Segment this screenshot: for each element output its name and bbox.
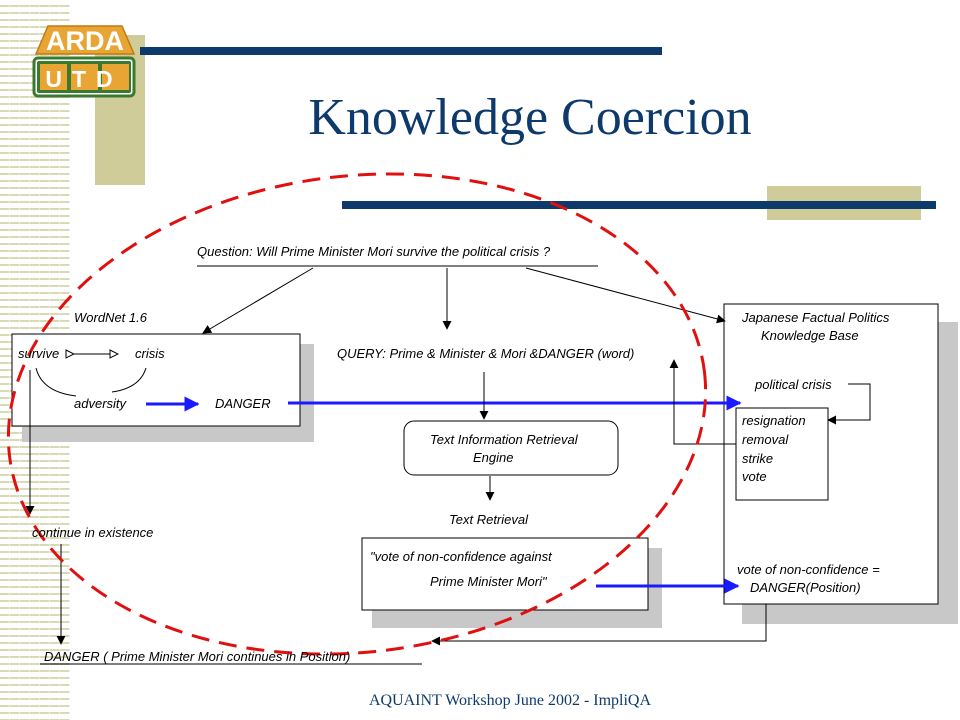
blue-bar-middle (342, 201, 936, 209)
arrow-crisis-to-terms (827, 383, 871, 425)
highlight-dashed-ellipse (6, 172, 708, 656)
kb-term-vote: vote (742, 469, 767, 484)
logo-top-text: ARDA (46, 26, 124, 56)
arrow-question-to-wordnet (202, 267, 314, 334)
engine-label-line2: Engine (473, 450, 514, 465)
retrieved-box (361, 537, 649, 611)
wordnet-title: WordNet 1.6 (74, 310, 147, 325)
kb-political-crisis: political crisis (755, 377, 832, 392)
logo-top-shape (34, 25, 136, 55)
wordnet-adversity: adversity (74, 396, 127, 411)
engine-label-line1: Text Information Retrieval (430, 432, 578, 447)
kb-term-resignation: resignation (742, 413, 806, 428)
kb-title-line1: Japanese Factual Politics (742, 310, 890, 325)
arrow-kb-to-conclusion (431, 604, 767, 646)
slide-title: Knowledge Coercion (308, 89, 752, 146)
continue-label: continue in existence (32, 525, 154, 540)
wordnet-box (11, 333, 301, 427)
kb-terms-box (735, 407, 829, 501)
kb-equation-line1: vote of non-confidence = (737, 562, 880, 577)
logo-letter-box-d (102, 64, 129, 90)
wordnet-danger: DANGER (215, 396, 271, 411)
kb-title-line2: Knowledge Base (761, 328, 859, 343)
kb-equation-line2: DANGER(Position) (750, 580, 861, 595)
curve-survive-adversity (35, 367, 77, 397)
wordnet-survive: survive (18, 346, 60, 361)
retrieved-text-line2: Prime Minister Mori" (430, 574, 547, 589)
logo-bottom-text: UTD (45, 66, 122, 92)
blue-bar-top (140, 47, 662, 55)
arrow-question-to-kb (525, 267, 726, 324)
slide-footer: AQUAINT Workshop June 2002 - ImpliQA (368, 692, 652, 709)
engine-box (403, 420, 619, 476)
curve-crisis-adversity (111, 367, 147, 393)
logo-letter-box-u (40, 64, 67, 90)
text-retrieval-label: Text Retrieval (449, 512, 528, 527)
kb-term-removal: removal (742, 432, 789, 447)
arrow-kb-to-query (669, 359, 736, 445)
arda-utd-logo: ARDA UTD (32, 25, 136, 98)
wordnet-crisis: crisis (135, 346, 165, 361)
question-label: Question: Will Prime Minister Mori survi… (197, 244, 551, 259)
retrieved-text-line1: "vote of non-confidence against (370, 549, 552, 564)
logo-letter-box-t (71, 64, 98, 90)
query-label: QUERY: Prime & Minister & Mori &DANGER (… (337, 346, 635, 361)
kb-term-strike: strike (742, 451, 774, 466)
conclusion-label: DANGER ( Prime Minister Mori continues i… (44, 649, 351, 664)
